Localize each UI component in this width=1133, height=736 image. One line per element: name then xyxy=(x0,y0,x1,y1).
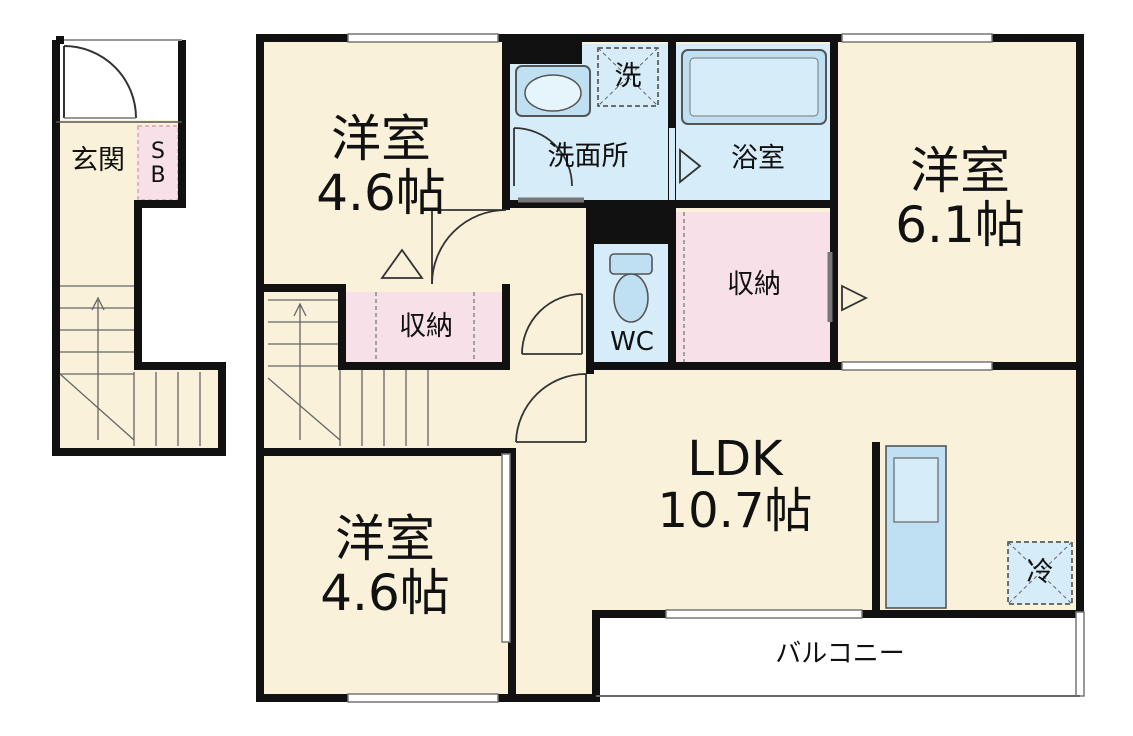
stairs-left xyxy=(59,285,201,446)
balcony-floor xyxy=(596,614,1080,698)
toilet xyxy=(609,253,653,275)
closet-west-floor xyxy=(346,292,502,362)
fridge-label: 冷 xyxy=(1026,557,1054,588)
washer-space xyxy=(597,47,659,107)
bedroom-nw-size: 4.6帖 xyxy=(316,164,446,222)
stairs-main xyxy=(267,299,429,446)
closet-center-label: 収納 xyxy=(727,269,781,300)
bedroom-sw-label: 洋室 4.6帖 xyxy=(300,512,470,620)
entrance-module xyxy=(52,36,226,456)
washroom-label: 洗面所 xyxy=(547,141,629,172)
shoe-box-line1: S xyxy=(151,139,165,164)
entrance-label: 玄関 xyxy=(71,145,125,176)
closet-west-label: 収納 xyxy=(399,311,453,342)
windows xyxy=(347,33,1085,703)
bedroom-sw-name: 洋室 xyxy=(335,510,435,568)
bath-label: 浴室 xyxy=(731,143,785,174)
closet-center-floor xyxy=(674,212,832,362)
shoe-box-label: S B xyxy=(140,140,176,188)
bedroom-sw-size: 4.6帖 xyxy=(320,564,450,622)
ldk-label: LDK 10.7帖 xyxy=(630,431,840,539)
toilet-label: WC xyxy=(610,327,654,357)
bedroom-e-size: 6.1帖 xyxy=(895,196,1025,254)
balcony-label: バルコニー xyxy=(775,639,905,669)
entrance-door xyxy=(63,45,137,119)
bedroom-nw-label: 洋室 4.6帖 xyxy=(296,112,466,220)
shoe-box-line2: B xyxy=(150,162,166,188)
bedroom-e-name: 洋室 xyxy=(910,142,1010,200)
bedroom-e-label: 洋室 6.1帖 xyxy=(870,144,1050,252)
bedroom-nw-name: 洋室 xyxy=(331,110,431,168)
washer-label: 洗 xyxy=(614,61,642,92)
fixtures xyxy=(515,47,1073,609)
ldk-name: LDK xyxy=(687,431,783,487)
doors xyxy=(375,127,869,443)
ldk-size: 10.7帖 xyxy=(657,482,813,539)
